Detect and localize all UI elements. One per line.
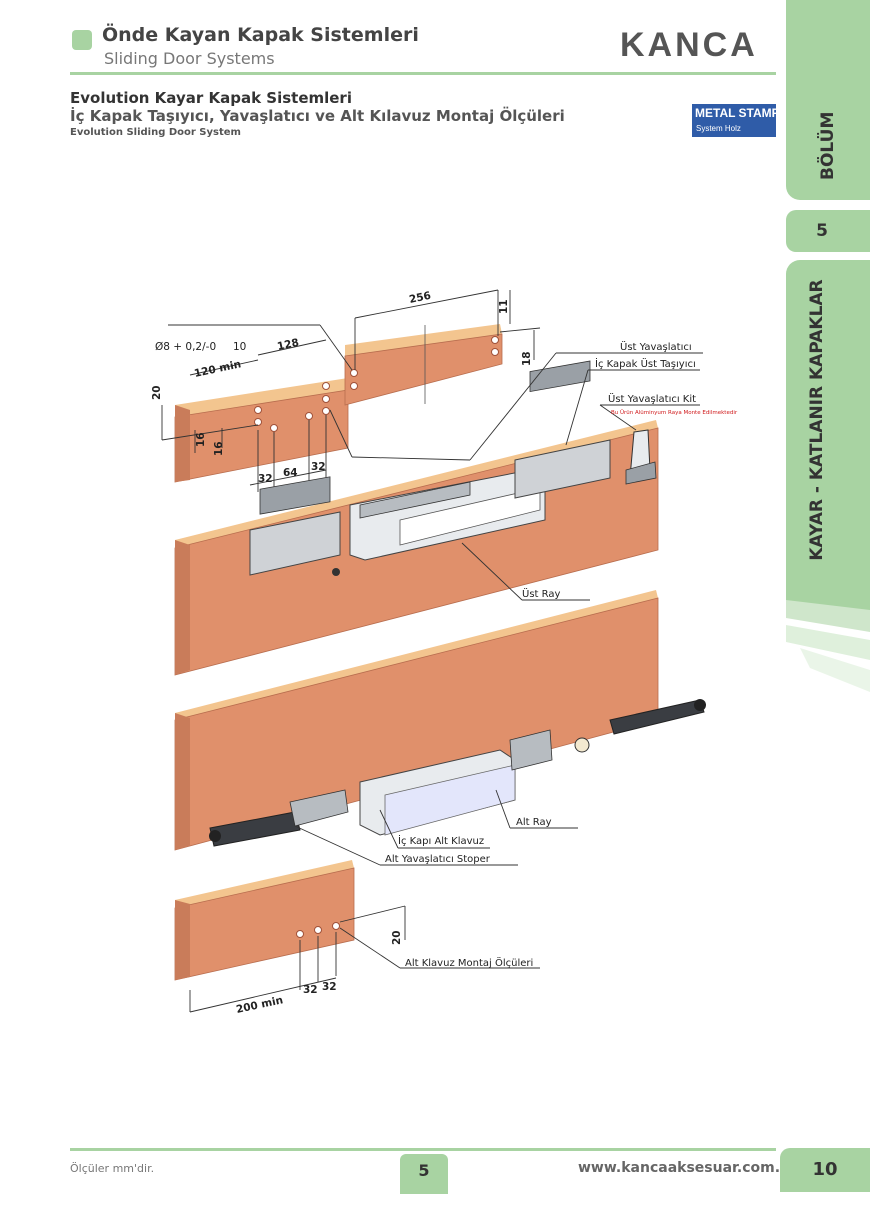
- page-number-left: 5: [400, 1154, 448, 1194]
- section-caption: Evolution Sliding Door System: [70, 127, 241, 138]
- dim-32b: 32: [311, 461, 326, 473]
- dim-128: 128: [276, 337, 300, 353]
- page-title: Önde Kayan Kapak Sistemleri: [102, 24, 419, 46]
- upper-carrier-right: [514, 360, 611, 499]
- dim-depth: 10: [233, 341, 246, 353]
- dim-256: 256: [408, 290, 432, 306]
- footer-note: Ölçüler mm'dir.: [70, 1162, 155, 1175]
- header-bullet: [72, 30, 92, 50]
- panel-bottom: [174, 860, 355, 981]
- section-number: 5: [816, 221, 828, 241]
- lower-guide: [359, 749, 516, 836]
- label-alt-ray: Alt Ray: [516, 817, 552, 828]
- dim-20b: 20: [391, 930, 403, 945]
- badge-sub: System Holz: [696, 124, 741, 133]
- dim-11: 11: [498, 299, 510, 314]
- leader-lines-upper: [461, 352, 703, 601]
- label-alt-klavuz-montaj: Alt Klavuz Montaj Ölçüleri: [405, 956, 533, 969]
- page-number-right: 10: [780, 1148, 870, 1192]
- header-divider: [70, 72, 776, 75]
- badge-name: METAL STAMPI: [695, 106, 783, 120]
- dimension-lines-top: [161, 289, 541, 492]
- dim-32a: 32: [258, 473, 273, 485]
- dim-18: 18: [521, 351, 533, 366]
- dim-200min: 200 min: [235, 994, 284, 1016]
- label-alt-yavaslatici-stoper: Alt Yavaşlatıcı Stoper: [385, 854, 491, 865]
- side-tab-category: KAYAR - KATLANIR KAPAKLAR: [786, 260, 870, 612]
- dimension-lines-bottom: [189, 905, 540, 1013]
- label-ust-yavaslatici-kit: Üst Yavaşlatıcı Kit: [608, 392, 696, 405]
- label-ust-yavaslatici: Üst Yavaşlatıcı: [620, 340, 692, 353]
- footer-divider: [70, 1148, 776, 1151]
- lower-damper-right: [509, 699, 706, 771]
- dim-hole: Ø8 + 0,2/-0: [155, 341, 216, 353]
- section-subheading: İç Kapak Taşıyıcı, Yavaşlatıcı ve Alt Kı…: [70, 107, 565, 125]
- dim-120min: 120 min: [193, 358, 242, 380]
- decorative-stripes: [786, 600, 870, 692]
- side-tab-number: 5: [786, 210, 870, 252]
- dim-64: 64: [283, 467, 298, 479]
- page-subtitle: Sliding Door Systems: [104, 49, 275, 68]
- leader-lines-lower: [294, 789, 578, 866]
- upper-rail: [349, 469, 546, 561]
- label-ic-kapi-alt-klavuz: İç Kapı Alt Klavuz: [398, 834, 484, 847]
- section-heading: Evolution Kayar Kapak Sistemleri: [70, 89, 352, 107]
- dim-32c: 32: [303, 984, 318, 996]
- drill-holes: [254, 336, 499, 432]
- panel-lower-door: [174, 590, 659, 851]
- label-kit-note: Bu Ürün Alüminyum Raya Monte Edilmektedi…: [611, 409, 738, 416]
- metal-stampi-badge: METAL STAMPI System Holz: [692, 104, 783, 137]
- dim-16b: 16: [213, 441, 225, 456]
- lower-soft-close-stopper: [209, 789, 349, 847]
- upper-carrier-left: [249, 476, 341, 576]
- dim-32d: 32: [322, 981, 337, 993]
- bottom-drill-holes: [296, 922, 340, 938]
- website-link[interactable]: www.kancaaksesuar.com.tr: [578, 1160, 794, 1176]
- dim-20: 20: [151, 385, 163, 400]
- label-ust-ray: Üst Ray: [522, 587, 560, 600]
- panel-top-right: [344, 324, 503, 406]
- dim-16a: 16: [195, 432, 207, 447]
- brand-logo: KANCA: [620, 26, 758, 64]
- side-tab-section: BÖLÜM: [786, 0, 870, 200]
- label-ic-kapak-ust-tasiyici: İç Kapak Üst Taşıyıcı: [595, 357, 696, 370]
- upper-soft-close-kit: [625, 429, 657, 485]
